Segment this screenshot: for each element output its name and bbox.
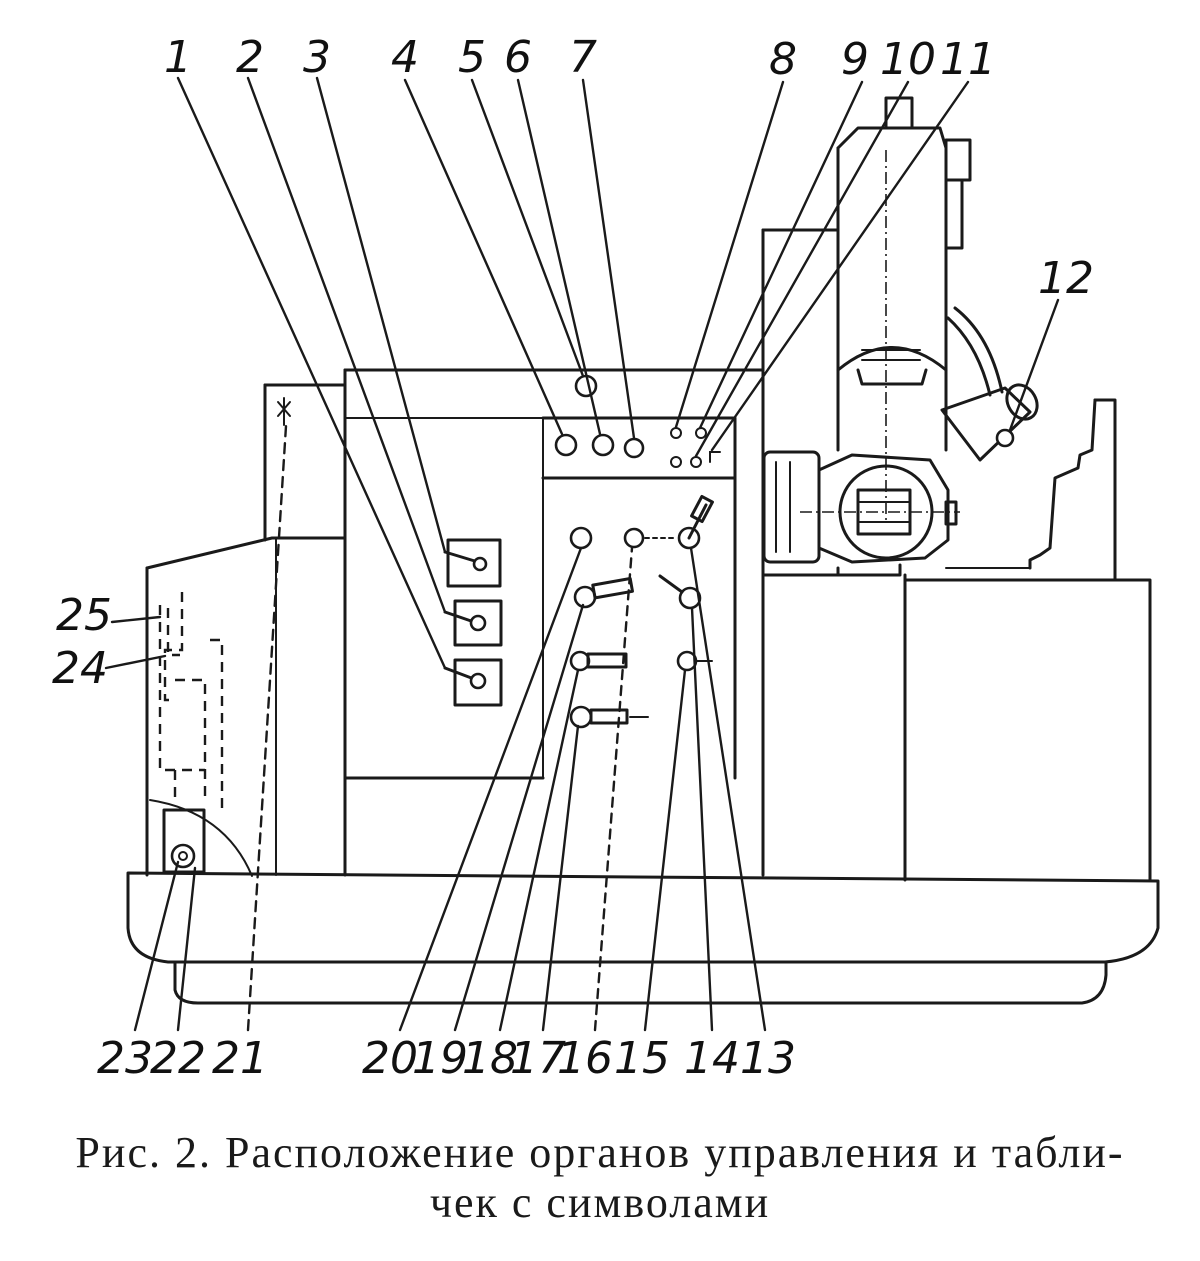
spindle-head bbox=[761, 450, 960, 577]
machine-drawing: 1 2 3 4 5 6 7 8 9 10 11 12 13 14 15 16 1… bbox=[52, 32, 1160, 1084]
eyepiece bbox=[940, 306, 1039, 462]
callout-22: 22 bbox=[150, 1033, 206, 1084]
callout-16: 16 bbox=[557, 1033, 613, 1084]
callout-1: 1 bbox=[164, 32, 192, 83]
callout-14: 14 bbox=[684, 1033, 740, 1084]
switch-plate-1 bbox=[446, 538, 502, 588]
callout-3: 3 bbox=[303, 32, 331, 83]
upright-housing bbox=[761, 96, 972, 582]
callout-8: 8 bbox=[769, 34, 797, 85]
leader-lines bbox=[104, 76, 1060, 1032]
left-cabinet bbox=[145, 383, 347, 877]
callout-19: 19 bbox=[412, 1033, 468, 1084]
callout-6: 6 bbox=[504, 32, 532, 83]
callout-9: 9 bbox=[841, 34, 869, 85]
callout-20: 20 bbox=[362, 1033, 418, 1084]
callout-24: 24 bbox=[52, 643, 108, 694]
callout-25: 25 bbox=[56, 590, 112, 641]
callout-13: 13 bbox=[740, 1033, 796, 1084]
callout-labels: 1 2 3 4 5 6 7 8 9 10 11 12 13 14 15 16 1… bbox=[52, 32, 1094, 1084]
caption-line-1: Рис. 2. Расположение органов управления … bbox=[75, 1128, 1125, 1177]
callout-23: 23 bbox=[97, 1033, 153, 1084]
callout-18: 18 bbox=[462, 1033, 518, 1084]
callout-2: 2 bbox=[236, 32, 264, 83]
callout-17: 17 bbox=[510, 1033, 566, 1084]
work-table bbox=[761, 398, 1152, 882]
figure-caption: Рис. 2. Расположение органов управления … bbox=[20, 1128, 1180, 1228]
switch-plate-2 bbox=[453, 599, 503, 647]
callout-11: 11 bbox=[940, 34, 996, 85]
callout-7: 7 bbox=[569, 32, 597, 83]
callout-21: 21 bbox=[212, 1033, 268, 1084]
callout-5: 5 bbox=[458, 32, 486, 83]
switch-plate-3 bbox=[453, 658, 503, 707]
caption-line-2: чек с символами bbox=[429, 1178, 771, 1227]
callout-12: 12 bbox=[1038, 253, 1094, 304]
callout-10: 10 bbox=[880, 34, 936, 85]
callout-15: 15 bbox=[614, 1033, 670, 1084]
machine-base bbox=[126, 871, 1160, 1005]
callout-4: 4 bbox=[391, 32, 419, 83]
